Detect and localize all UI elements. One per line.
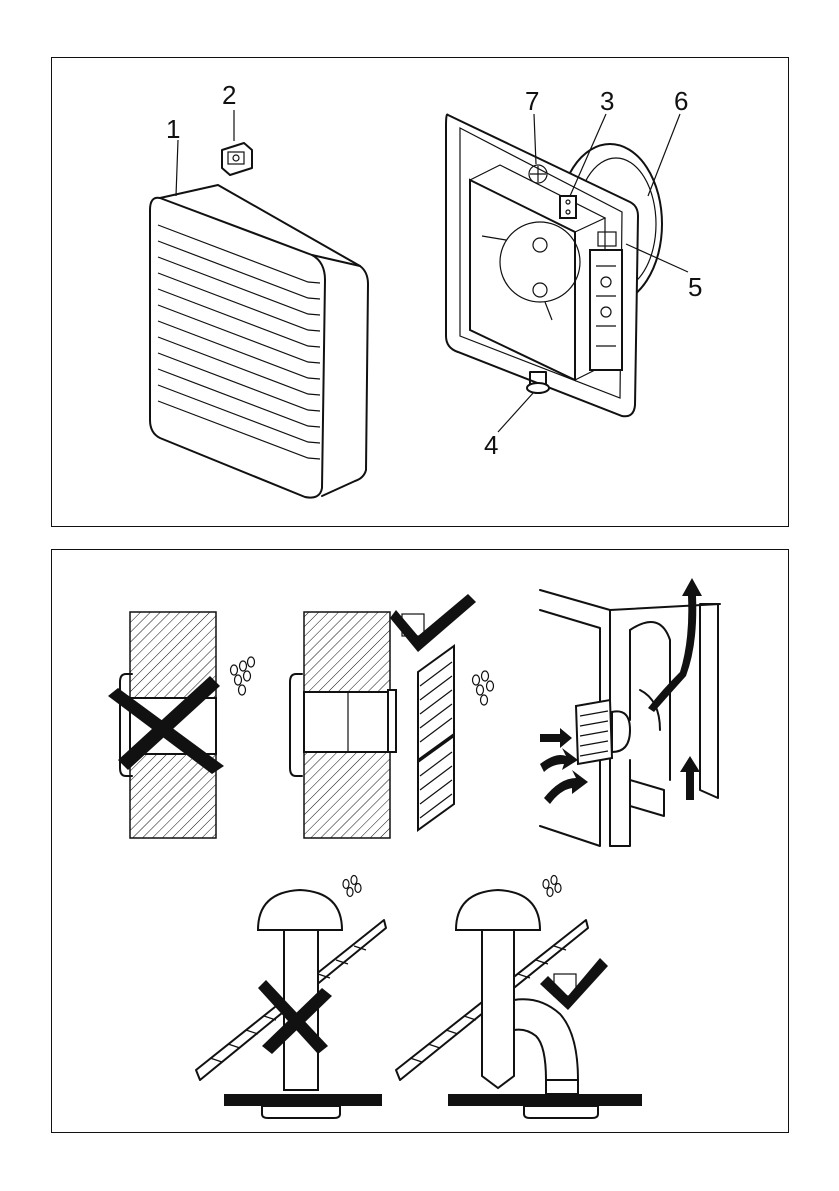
- callout-3: 3: [600, 86, 614, 116]
- arrow-icon: [544, 770, 588, 804]
- callout-6: 6: [674, 86, 688, 116]
- callout-line-6: [648, 114, 680, 196]
- water-droplets-icon: [343, 876, 361, 897]
- grille-cover: [150, 185, 368, 498]
- roof-duct-correct: [396, 876, 642, 1119]
- check-mark-icon: [540, 958, 608, 1010]
- arrow-icon: [540, 748, 578, 772]
- callout-4: 4: [484, 430, 498, 460]
- check-mark-icon: [390, 594, 476, 652]
- callout-line-1: [176, 140, 178, 196]
- wall-mount-correct: [290, 594, 494, 838]
- water-droplets-icon: [473, 671, 494, 705]
- callout-line-4: [498, 392, 534, 432]
- callout-1: 1: [166, 114, 180, 144]
- callout-7: 7: [525, 86, 539, 116]
- switch-part: [222, 143, 252, 175]
- ceiling-duct-airflow: [540, 578, 720, 846]
- arrow-icon: [680, 756, 700, 800]
- arrow-icon: [540, 728, 572, 748]
- water-droplets-icon: [543, 876, 561, 897]
- water-droplets-icon: [231, 657, 255, 695]
- arrow-icon: [648, 578, 702, 712]
- callout-2: 2: [222, 80, 236, 110]
- callout-5: 5: [688, 272, 702, 302]
- wall-mount-wrong: [108, 612, 255, 838]
- roof-duct-wrong: [196, 876, 386, 1119]
- fan-body: [446, 114, 662, 416]
